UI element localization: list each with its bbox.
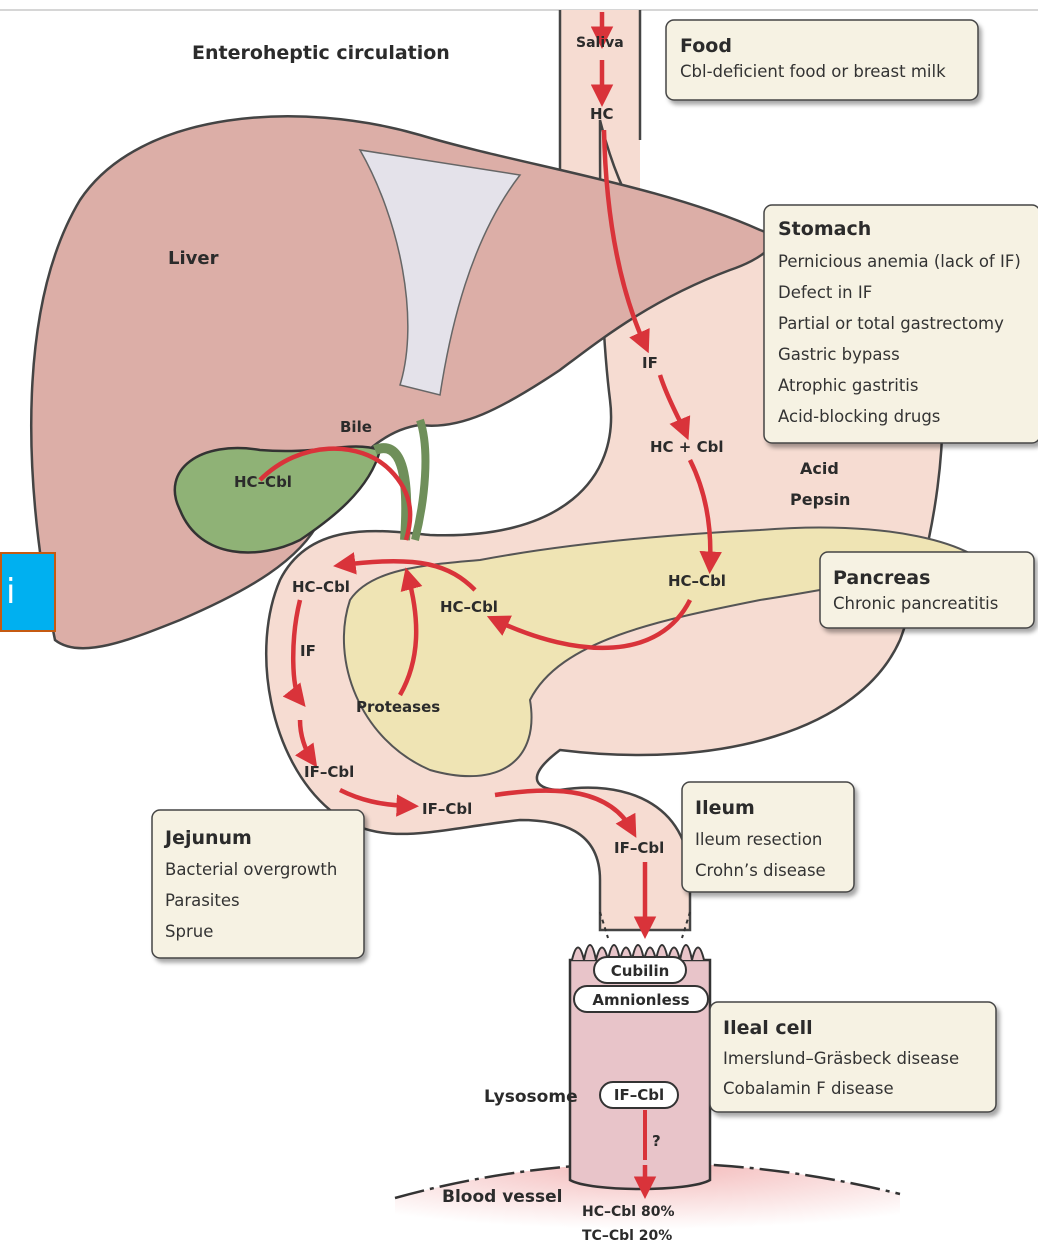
ileum-box: Ileum Ileum resection Crohn’s disease: [682, 782, 854, 892]
cubilin-receptor: Cubilin: [594, 957, 686, 983]
tc-cbl-blood-label: TC–Cbl 20%: [582, 1228, 672, 1244]
hc-plus-cbl-label: HC + Cbl: [650, 438, 723, 456]
jejunum-item: Bacterial overgrowth: [165, 860, 337, 879]
ileum-item: Crohn’s disease: [695, 861, 826, 880]
blood-vessel-label: Blood vessel: [442, 1187, 562, 1207]
hc-cbl-duodenum-mid-label: HC–Cbl: [440, 598, 498, 616]
hc-cbl-gallbladder-label: HC–Cbl: [234, 473, 292, 491]
if-cbl-label-1: IF–Cbl: [304, 763, 354, 781]
if-cbl-label-2: IF–Cbl: [422, 800, 472, 818]
pancreas-box: Pancreas Chronic pancreatitis: [820, 552, 1034, 628]
stomach-item: Atrophic gastritis: [778, 376, 918, 395]
pancreas-item: Chronic pancreatitis: [833, 594, 998, 613]
food-title: Food: [680, 35, 732, 57]
ileal-cell-item: Imerslund–Gräsbeck disease: [723, 1049, 959, 1068]
lysosome-label: Lysosome: [484, 1087, 578, 1107]
hc-cbl-blood-label: HC–Cbl 80%: [582, 1204, 674, 1220]
stomach-item: Partial or total gastrectomy: [778, 314, 1004, 333]
amnionless-receptor: Amnionless: [574, 986, 708, 1012]
diagram-title: Enteroheptic circulation: [192, 42, 450, 64]
ileal-cell-box: Ileal cell Imerslund–Gräsbeck disease Co…: [710, 1002, 996, 1112]
bile-label: Bile: [340, 418, 372, 436]
unknown-transport-label: ?: [652, 1132, 661, 1150]
stomach-item: Pernicious anemia (lack of IF): [778, 252, 1021, 271]
if-stomach-label: IF: [642, 354, 658, 372]
ileal-cell-item: Cobalamin F disease: [723, 1079, 894, 1098]
hc-cbl-pancreas-label: HC–Cbl: [668, 572, 726, 590]
jejunum-item: Parasites: [165, 891, 240, 910]
stomach-box: Stomach Pernicious anemia (lack of IF) D…: [764, 205, 1038, 443]
if-cbl-label-3: IF–Cbl: [614, 839, 664, 857]
info-button[interactable]: i: [0, 552, 56, 632]
hc-label: HC: [590, 105, 614, 123]
if-duodenum-label: IF: [300, 642, 316, 660]
lysosome-if-cbl-label: IF–Cbl: [614, 1086, 664, 1104]
jejunum-title: Jejunum: [163, 827, 252, 849]
food-box: Food Cbl-deficient food or breast milk: [666, 20, 978, 100]
jejunum-item: Sprue: [165, 922, 213, 941]
cubilin-label: Cubilin: [611, 962, 670, 980]
amnionless-label: Amnionless: [592, 991, 689, 1009]
ileum-title: Ileum: [695, 797, 755, 819]
stomach-title: Stomach: [778, 218, 871, 240]
acid-label: Acid: [800, 459, 839, 478]
pepsin-label: Pepsin: [790, 490, 850, 509]
liver-label: Liver: [168, 248, 219, 269]
pancreas-title: Pancreas: [833, 567, 930, 589]
proteases-label: Proteases: [356, 698, 440, 716]
ileal-cell-title: Ileal cell: [723, 1017, 813, 1039]
food-item: Cbl-deficient food or breast milk: [680, 62, 946, 81]
stomach-item: Defect in IF: [778, 283, 872, 302]
jejunum-box: Jejunum Bacterial overgrowth Parasites S…: [152, 810, 364, 958]
saliva-label: Saliva: [576, 35, 624, 51]
lysosome-if-cbl: IF–Cbl: [600, 1082, 678, 1108]
stomach-item: Acid-blocking drugs: [778, 407, 940, 426]
stomach-item: Gastric bypass: [778, 345, 900, 364]
hc-cbl-duodenum-left-label: HC–Cbl: [292, 578, 350, 596]
ileum-item: Ileum resection: [695, 830, 822, 849]
